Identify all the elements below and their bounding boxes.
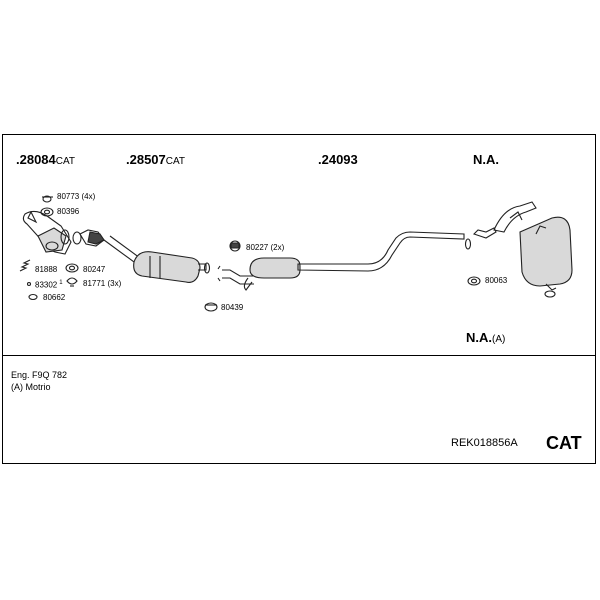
part-number-na: N.A. (473, 152, 499, 167)
bolt-icon-80773 (42, 195, 53, 203)
section-divider (2, 355, 596, 356)
manifold-catalyst-28084 (22, 210, 72, 255)
engine-note: Eng. F9Q 782 (11, 370, 68, 380)
part-label-81771: 81771 (3x) (83, 279, 122, 288)
ring-icon-80662 (28, 293, 38, 301)
clamp-icon-80227 (229, 240, 241, 252)
gasket-icon-80247 (65, 263, 79, 273)
spring-icon-81888 (19, 259, 31, 272)
clamp-icon-80439 (204, 302, 218, 312)
hanger-icon-80063 (467, 276, 481, 286)
part-number-28084: .28084CAT (16, 152, 76, 167)
middle-silencer-24093 (217, 231, 472, 291)
part-label-80773: 80773 (4x) (57, 192, 96, 201)
part-label-81888: 81888 (35, 265, 58, 274)
na-note: N.A.(A) (466, 330, 506, 345)
gasket-icon-80396 (40, 207, 54, 217)
part-label-80396: 80396 (57, 207, 80, 216)
reference-code: REK018856A (451, 437, 518, 449)
diagram-frame (2, 134, 596, 464)
rear-silencer-na (472, 201, 573, 298)
part-label-80247: 80247 (83, 265, 106, 274)
catalyst-28507 (72, 229, 211, 283)
nut-icon-83302 (26, 281, 32, 287)
cat-badge: CAT (546, 433, 582, 453)
clip-icon-81771 (66, 277, 78, 287)
part-label-80662: 80662 (43, 293, 66, 302)
part-label-80439: 80439 (221, 303, 244, 312)
part-label-80227: 80227 (2x) (246, 243, 285, 252)
part-number-24093: .24093 (318, 152, 358, 167)
part-label-80063: 80063 (485, 276, 508, 285)
model-note: (A) Motrio (11, 382, 51, 392)
part-number-28507: .28507CAT (126, 152, 186, 167)
